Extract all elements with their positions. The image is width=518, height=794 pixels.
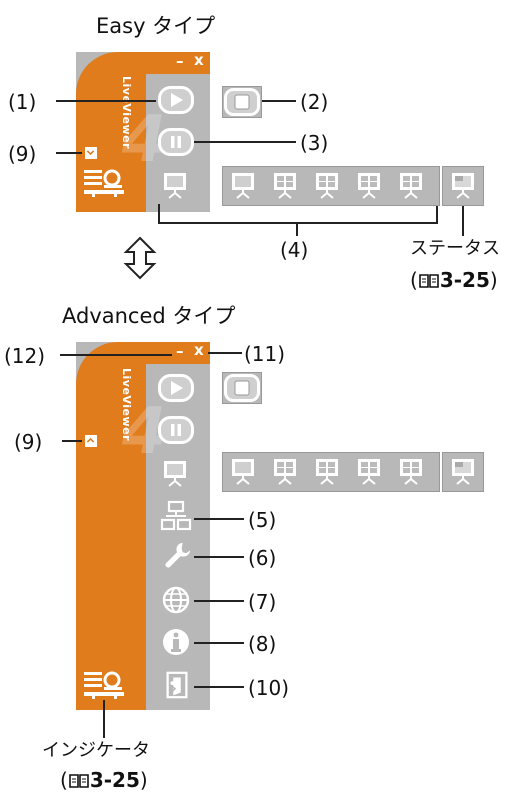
brand-logo: LiveViewer xyxy=(120,76,133,150)
play-button[interactable] xyxy=(158,86,194,114)
label-9-advanced: (9) xyxy=(14,430,43,454)
switch-arrow-icon xyxy=(123,236,157,280)
mode-full-screen-icon[interactable] xyxy=(228,170,258,200)
advanced-type-heading: Advanced タイプ xyxy=(62,304,236,328)
exit-icon[interactable] xyxy=(162,670,192,700)
pause-button[interactable] xyxy=(158,416,194,444)
mode-grid-icon[interactable] xyxy=(396,456,426,486)
label-5: (5) xyxy=(248,508,277,532)
label-10: (10) xyxy=(248,676,290,700)
indicator-reference: (3-25) xyxy=(60,768,148,792)
mode-grid-icon[interactable] xyxy=(270,456,300,486)
stop-button[interactable] xyxy=(224,374,260,402)
mode-grid-icon[interactable] xyxy=(312,170,342,200)
projector-indicator-icon xyxy=(82,168,126,198)
label-6: (6) xyxy=(248,546,277,570)
label-11: (11) xyxy=(244,342,286,366)
projector-indicator-icon xyxy=(82,670,126,700)
chevron-up-icon xyxy=(85,435,96,446)
mode-grid-icon[interactable] xyxy=(354,456,384,486)
book-icon xyxy=(419,274,439,288)
label-1: (1) xyxy=(8,90,37,114)
chevron-down-icon xyxy=(85,147,96,158)
label-3: (3) xyxy=(300,131,329,155)
label-4: (4) xyxy=(280,238,309,262)
status-screen-icon xyxy=(448,456,478,486)
easy-type-heading: Easy タイプ xyxy=(96,14,216,38)
indicator-note: インジケータ xyxy=(42,740,150,761)
label-7: (7) xyxy=(248,590,277,614)
status-screen-icon xyxy=(448,170,478,200)
pause-button[interactable] xyxy=(158,128,194,156)
close-button[interactable]: x xyxy=(194,51,204,69)
network-icon[interactable] xyxy=(160,500,192,532)
stop-button[interactable] xyxy=(224,88,260,116)
globe-icon[interactable] xyxy=(160,584,192,616)
brand-logo: LiveViewer xyxy=(120,368,133,442)
book-icon xyxy=(69,774,89,788)
mode-grid-icon[interactable] xyxy=(312,456,342,486)
label-9-easy: (9) xyxy=(8,142,37,166)
minimize-button[interactable]: – xyxy=(176,52,184,70)
expand-toggle[interactable] xyxy=(84,146,98,160)
display-mode-button[interactable] xyxy=(160,170,190,200)
label-12: (12) xyxy=(4,344,46,368)
wrench-icon[interactable] xyxy=(162,540,192,570)
display-mode-button[interactable] xyxy=(160,458,190,488)
collapse-toggle[interactable] xyxy=(84,434,98,448)
play-button[interactable] xyxy=(158,374,194,402)
mode-grid-icon[interactable] xyxy=(396,170,426,200)
label-2: (2) xyxy=(300,90,329,114)
minimize-button[interactable]: – xyxy=(176,342,184,360)
status-reference: (3-25) xyxy=(410,268,498,292)
status-note: ステータス xyxy=(410,238,500,259)
info-icon[interactable] xyxy=(160,626,192,658)
mode-grid-icon[interactable] xyxy=(354,170,384,200)
mode-full-screen-icon[interactable] xyxy=(228,456,258,486)
close-button[interactable]: x xyxy=(194,341,204,359)
label-8: (8) xyxy=(248,632,277,656)
mode-grid-icon[interactable] xyxy=(270,170,300,200)
